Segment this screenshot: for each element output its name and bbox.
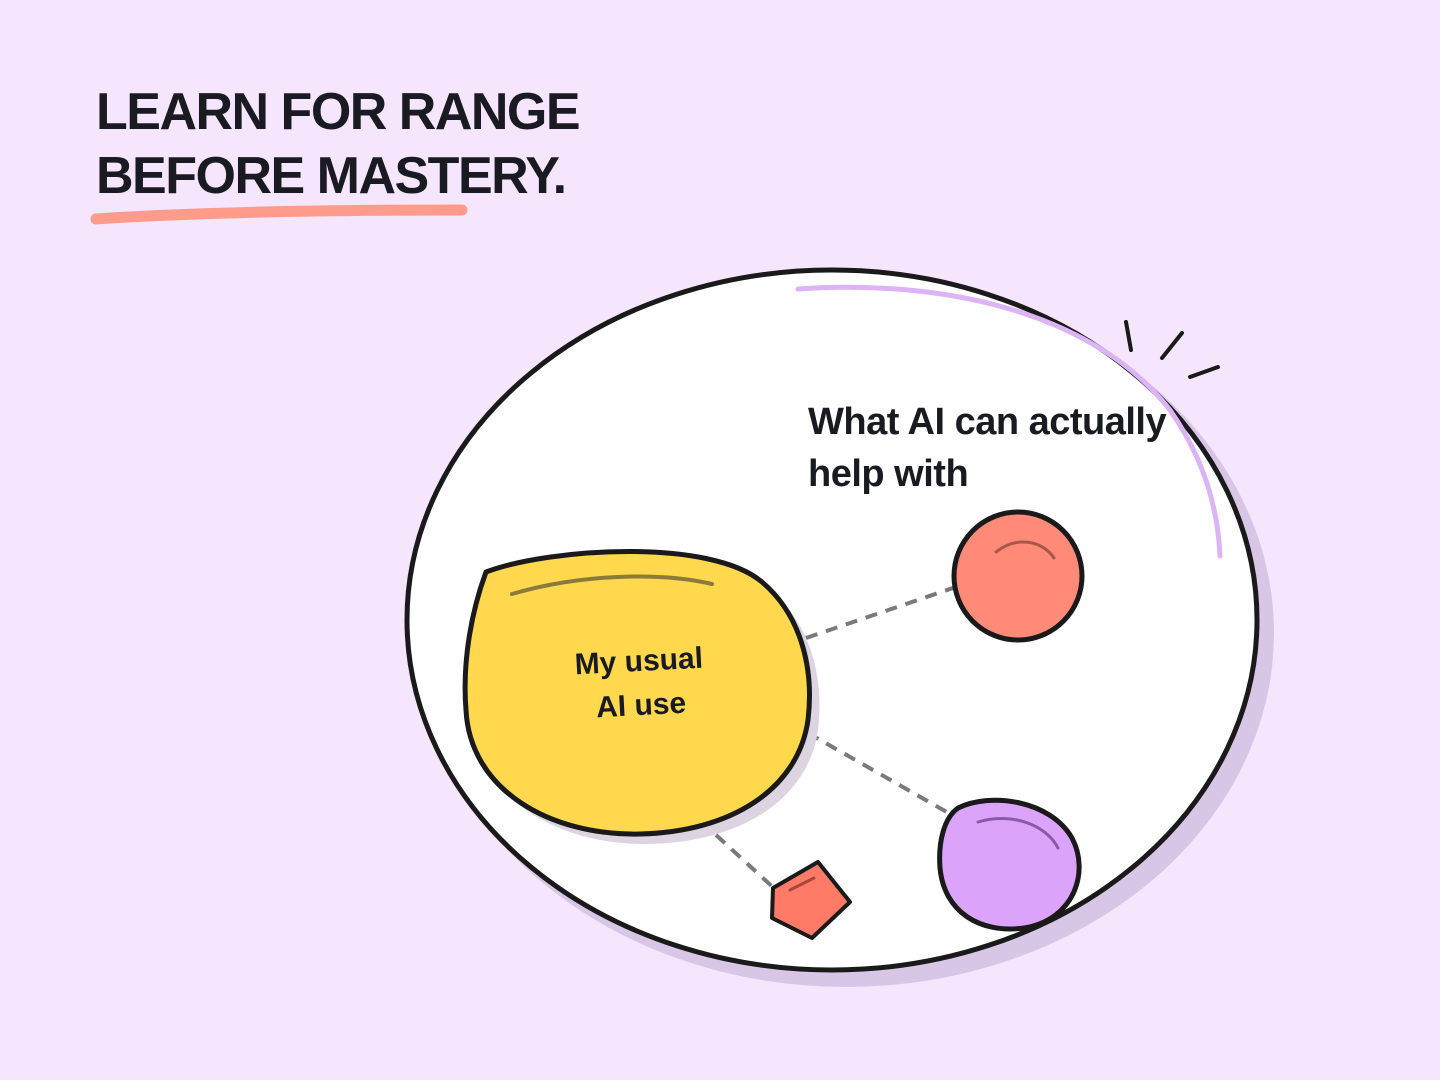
outer-highlight-arc — [795, 284, 1223, 559]
inner-region-highlight — [510, 574, 714, 596]
connector-to-pentagon — [714, 833, 778, 892]
spark-icon — [1124, 320, 1220, 379]
pentagon-highlight — [788, 876, 816, 892]
inner-region-label: My usual AI use — [518, 634, 762, 734]
coral-circle — [951, 509, 1085, 643]
pentagon-shape — [770, 860, 852, 940]
purple-blob-highlight — [976, 817, 1060, 850]
coral-circle-highlight — [994, 540, 1056, 560]
headline: LEARN FOR RANGE BEFORE MASTERY. — [96, 80, 581, 208]
connector-to-purple-blob — [807, 731, 953, 817]
outer-region-label-line-1: What AI can actually — [808, 401, 1167, 443]
outer-region-label: What AI can actually help with — [808, 396, 1167, 500]
headline-line-2: BEFORE MASTERY. — [96, 147, 567, 205]
headline-line-1: LEARN FOR RANGE — [96, 83, 581, 141]
outer-region-label-line-2: help with — [808, 453, 969, 495]
inner-region — [462, 549, 812, 837]
headline-underline — [90, 204, 468, 225]
connectors — [714, 585, 957, 892]
connector-to-coral-circle — [805, 585, 957, 640]
